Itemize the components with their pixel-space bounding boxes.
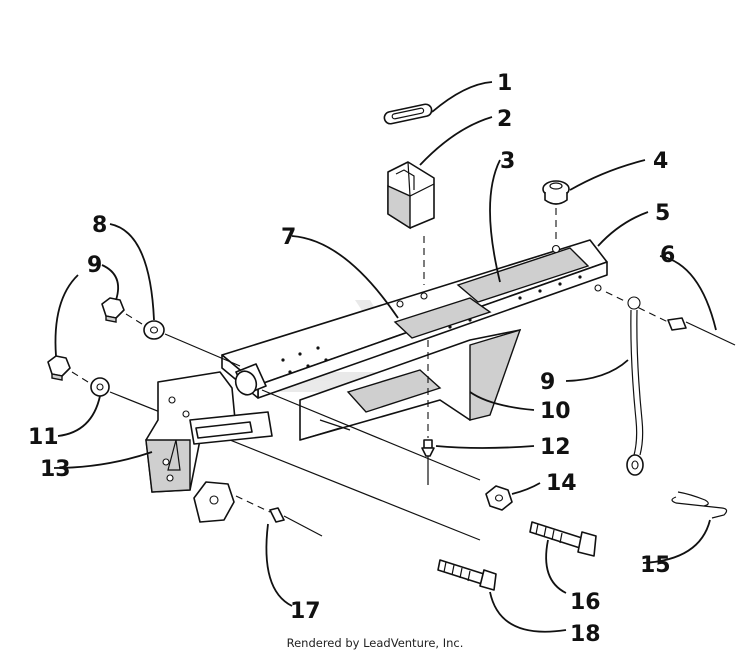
callout-4: 2 [497, 107, 512, 132]
callout-10: 12 [540, 435, 571, 460]
part-4-holder-block [387, 161, 435, 230]
part-17-tether-strap [626, 296, 644, 476]
callout-11: 10 [540, 399, 571, 424]
part-18-screw [667, 317, 736, 346]
part-5-retaining-ring [383, 103, 433, 125]
part-13-bolt [437, 559, 497, 591]
render-credit: Rendered by LeadVenture, Inc. [286, 636, 464, 650]
part-8-hex-nut-upper [101, 297, 125, 323]
callout-14: 17 [290, 599, 321, 624]
part-8-hex-nut-lower [47, 355, 71, 381]
callout-16: 15 [640, 553, 671, 578]
part-9-spacer-upper [143, 320, 165, 340]
callout-9-lower: 14 [546, 471, 577, 496]
base-plate [221, 239, 608, 441]
callout-3: 3 [500, 149, 515, 174]
callout-2: 4 [653, 149, 668, 174]
callout-7: 7 [281, 225, 296, 250]
callout-1: 5 [655, 201, 670, 226]
part-6-mounting-bracket [145, 371, 273, 493]
part-14-pivot-plate [193, 481, 235, 523]
part-10-pin [421, 439, 435, 485]
spacer-tube [234, 363, 267, 396]
part-14-rivet [269, 507, 323, 537]
callout-12: 16 [570, 590, 601, 615]
callout-6: 13 [40, 457, 71, 482]
part-15-washer [90, 377, 110, 397]
part-2-grommet [542, 180, 570, 205]
callout-8: 9 [87, 253, 102, 278]
callout-18: 6 [660, 243, 675, 268]
part-12-bolt [529, 521, 597, 557]
callout-15: 11 [28, 425, 59, 450]
callout-17: 9 [540, 370, 555, 395]
part-9-spacer-lower [485, 485, 513, 511]
part-16-hairpin-clip [671, 491, 728, 519]
callout-13: 18 [570, 622, 601, 647]
callout-5: 1 [497, 71, 512, 96]
callout-9-upper: 8 [92, 213, 107, 238]
